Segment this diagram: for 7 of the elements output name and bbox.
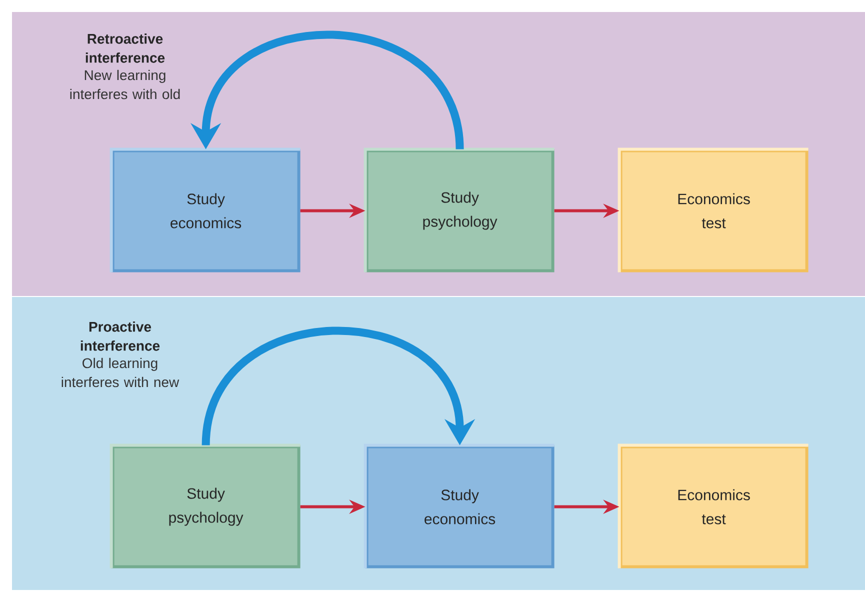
step-box: Study psychology [364, 148, 554, 272]
step-box: Economics test [618, 444, 808, 568]
curved-arrow [202, 326, 476, 446]
step-box: Study psychology [110, 444, 300, 568]
step-box: Study economics [110, 148, 300, 272]
step-box: Economics test [618, 148, 808, 272]
step-box: Study economics [364, 444, 554, 568]
